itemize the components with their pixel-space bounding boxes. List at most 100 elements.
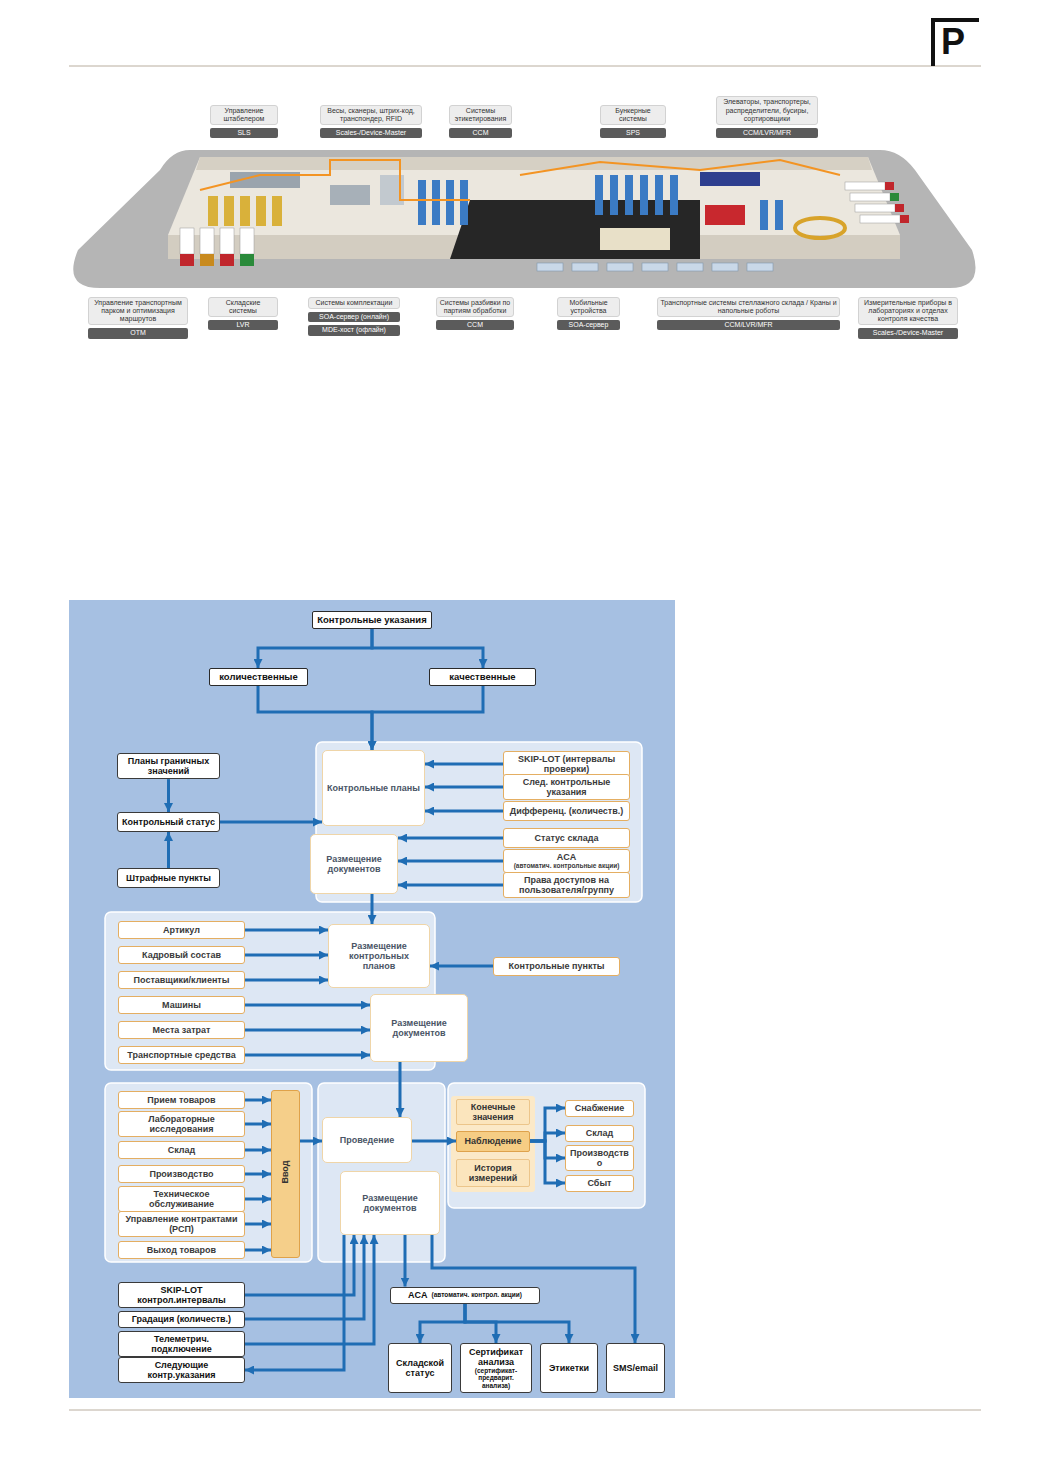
system-callout: Весы, сканеры, штрих-код, транспондер, R… [320,105,422,138]
process-box: Контрольные планы [322,750,425,826]
flow-arrow [245,1235,374,1344]
process-box: Транспортные средства [118,1046,245,1064]
callout-label: Управление транспортным парком и оптимиз… [88,297,188,325]
process-box: Размещение контрольных планов [328,924,430,988]
process-box: Поставщики/клиенты [118,971,245,989]
route-line [520,160,840,175]
process-box: Машины [118,996,245,1014]
process-box: Техническое обслуживание [118,1186,245,1212]
callout-label: Системы комплектации [308,297,400,309]
flow-arrow [398,860,503,863]
callout-label: Элеваторы, транспортеры, распределители,… [716,96,818,124]
blue-rack [432,180,440,225]
system-callout: Системы комплектацииSOA-сервер (онлайн)M… [308,297,400,336]
back-wall [196,157,872,170]
window [537,263,563,271]
box-label: Дифференц. (количеств.) [510,806,624,816]
flow-arrow [530,1141,565,1158]
truck-cab [180,254,194,266]
flow-arrow [245,1235,364,1319]
process-box: Размещение документов [370,994,468,1062]
process-box: Статус склада [503,828,630,848]
window [712,263,738,271]
header-rule [69,66,981,67]
blue-rack [446,180,454,225]
process-box: Права доступов на пользователя/группу [503,872,630,898]
flow-arrow [425,786,503,789]
group-panel [105,1083,312,1262]
module-code: CCM [449,128,512,138]
flow-arrow [398,837,503,840]
truck [220,228,234,254]
callout-label: Системы этикетирования [449,105,512,125]
callout-label: Складские системы [208,297,278,317]
truck-cab [200,254,214,266]
module-code: SPS [600,128,666,138]
box-label: Машины [162,1000,201,1010]
flow-arrow [258,686,372,750]
box-label: Складской статус [393,1358,447,1378]
system-callout: Системы разбивки по партиям обработкиCCM [436,297,514,330]
flow-arrow [220,821,322,824]
box-label: Проведение [340,1135,395,1145]
truck-cab [220,254,234,266]
module-code: OTM [88,328,188,338]
callout-label: Весы, сканеры, штрих-код, транспондер, R… [320,105,422,125]
window [642,263,668,271]
box-label: Склад [168,1145,196,1155]
conveyor-loop [795,218,845,238]
machine [330,185,370,205]
box-label: Производство [149,1169,213,1179]
callout-label: Бункерные системы [600,105,666,125]
flow-arrow [245,1173,271,1176]
box-label: Прием товаров [147,1095,215,1105]
box-label: Контрольные планы [327,783,420,793]
process-box: История измерений [456,1159,530,1187]
system-callout: Управление транспортным парком и оптимиз… [88,297,188,339]
process-box: Снабжение [565,1100,634,1117]
process-box: Градация (количеств.) [118,1311,245,1328]
flowchart-ground [69,600,675,1398]
module-code: Scales-/Device-Master [858,328,958,338]
process-box: Места затрат [118,1021,245,1039]
flow-arrow [258,629,372,668]
box-label: Контрольные указания [317,615,426,626]
box-label: Производство [570,1148,629,1168]
module-code: LVR [208,320,278,330]
system-callout: Мобильные устройстваSOA-сервер [557,297,620,330]
process-box: Ввод [271,1090,300,1258]
flow-arrow [399,1062,402,1117]
truck [200,228,214,254]
box-label: Штрафные пункты [126,873,211,883]
process-box: количественные [209,668,308,686]
blue-rack [418,180,426,225]
route-line [200,160,470,200]
yellow-rack [208,196,218,226]
diagram-background [69,600,675,1398]
flow-arrow [245,1029,370,1032]
box-label: Планы граничных значений [122,756,215,776]
process-box: Конечные значения [456,1099,530,1125]
box-label: Конечные значения [461,1102,525,1122]
box-label: Кадровый состав [142,950,221,960]
flow-arrow [167,779,170,812]
module-code: CCM [436,320,514,330]
box-label: Размещение документов [375,1018,463,1038]
process-box: Штрафные пункты [117,868,220,888]
platform [73,150,975,288]
flow-arrow [167,832,170,868]
flow-arrow [398,884,503,887]
process-box: ACA(автоматич. контрольные акции) [503,849,630,872]
flow-arrow [404,1235,407,1287]
box-label: Ввод [280,1164,290,1183]
flow-arrow [245,979,328,982]
flow-arrow [372,686,483,750]
red-rack [705,205,745,225]
box-label: Транспортные средства [127,1050,235,1060]
process-box: Кадровый состав [118,946,245,964]
yellow-rack [224,196,234,226]
module-code: SOA-сервер [557,320,620,330]
system-callout: Транспортные системы стеллажного склада … [657,297,840,330]
truck [860,215,900,223]
